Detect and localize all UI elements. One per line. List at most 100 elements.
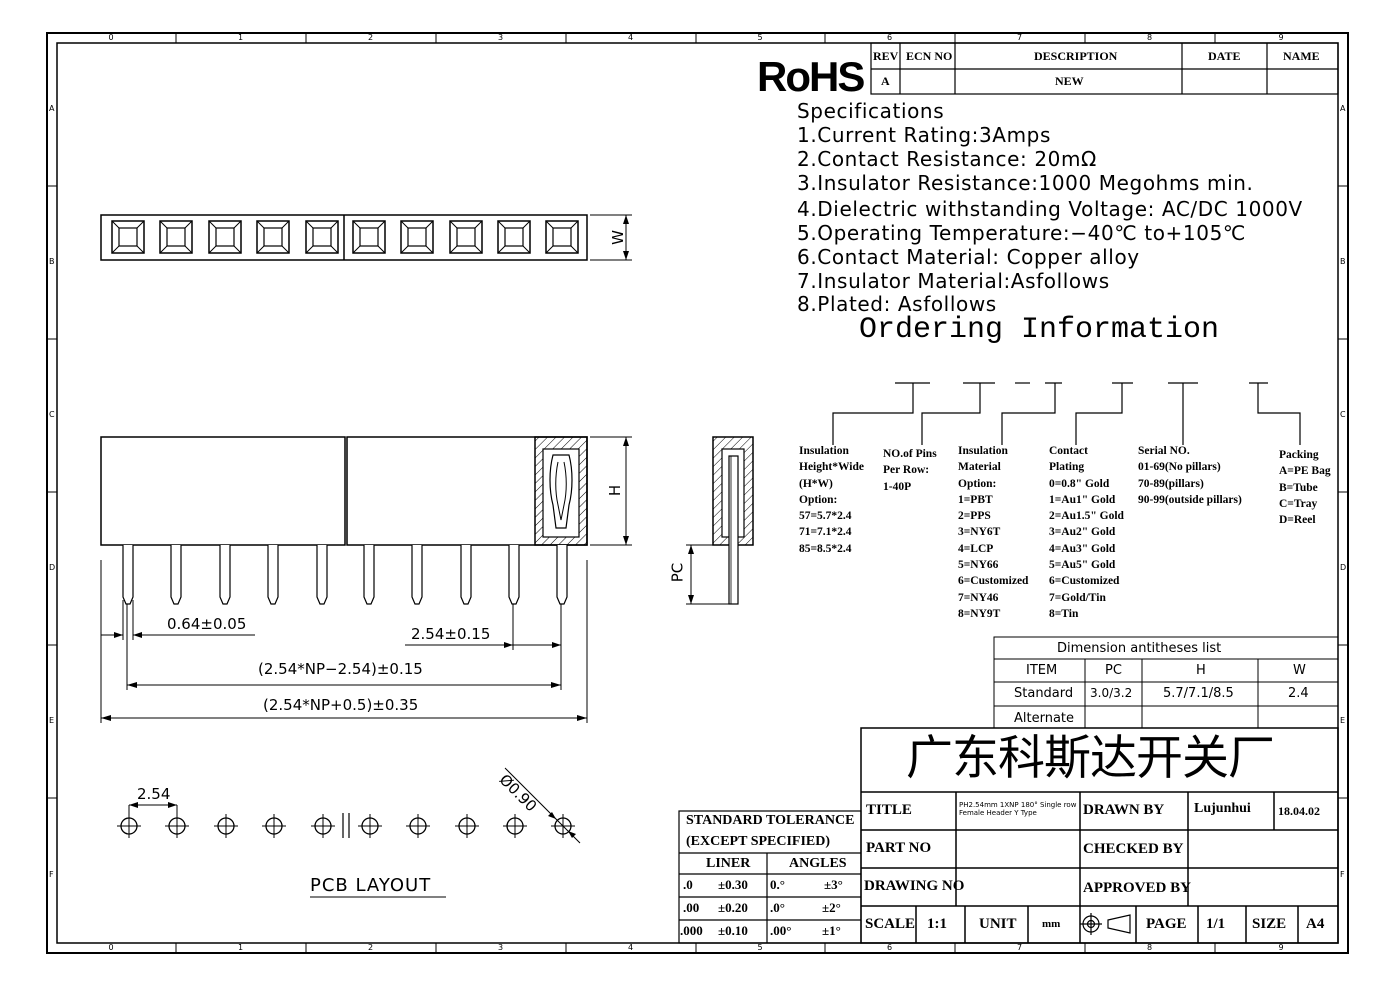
projection-symbol-icon	[1080, 913, 1131, 935]
top-pin-8	[449, 220, 483, 254]
tolerance-r2-c3: .0°	[770, 900, 785, 915]
tolerance-r3-c2: ±0.10	[718, 923, 748, 938]
spec-item-7: 7.Insulator Material:Asfollows	[797, 269, 1110, 293]
frame-col-bottom-4: 4	[628, 943, 634, 952]
frame-col-top-0: 0	[108, 33, 114, 42]
tolerance-r2-c4: ±2°	[822, 900, 841, 915]
frame-row-right-C: C	[1340, 409, 1346, 419]
tolerance-r1-c1: .0	[683, 877, 693, 892]
tolerance-liner-header: LINER	[706, 856, 751, 871]
frame-row-left-C: C	[49, 409, 55, 419]
frame-row-right-B: B	[1340, 256, 1346, 266]
ordering-insulation-height: Insulation Height*Wide (H*W) Option: 57=…	[799, 445, 864, 555]
pcb-hole-2	[165, 814, 189, 838]
top-pin-2	[159, 220, 193, 254]
scale-value: 1:1	[927, 916, 947, 932]
front-pin-10	[556, 545, 568, 605]
ordering-code-lines	[832, 382, 1301, 445]
front-pin-7	[411, 545, 423, 605]
frame-col-bottom-0: 0	[108, 943, 114, 952]
frame-row-right-F: F	[1340, 869, 1345, 879]
part-no-label: PART NO	[866, 840, 932, 856]
spec-item-3: 3.Insulator Resistance:1000 Megohms min.	[797, 171, 1254, 195]
frame-col-top-8: 8	[1147, 33, 1153, 42]
rev-header-date: DATE	[1208, 49, 1241, 63]
tolerance-r3-c4: ±1°	[822, 923, 841, 938]
top-pin-10	[545, 220, 579, 254]
pcb-pitch-dimension: 2.54	[137, 785, 171, 803]
dimension-standard-pc: 3.0/3.2	[1090, 686, 1133, 700]
rev-description: NEW	[1055, 74, 1084, 88]
tolerance-r3-c3: .00°	[770, 923, 792, 938]
title-value: PH2.54mm 1XNP 180° Single row Female Hea…	[959, 801, 1077, 817]
ordering-serial: Serial NO. 01-69(No pillars) 70-89(pilla…	[1138, 445, 1242, 506]
pcb-hole-7	[406, 814, 430, 838]
pin-span-dimension: (2.54*NP−2.54)±0.15	[258, 660, 423, 678]
front-pin-8	[460, 545, 472, 605]
top-pin-4	[256, 220, 290, 254]
dimension-standard-h: 5.7/7.1/8.5	[1163, 686, 1234, 701]
dimension-alternate-label: Alternate	[1014, 711, 1075, 726]
frame-row-right-D: D	[1340, 562, 1347, 572]
page-value: 1/1	[1206, 916, 1226, 932]
frame-col-bottom-6: 6	[887, 943, 893, 952]
h-dimension-label: H	[606, 484, 625, 497]
w-dimension-label: W	[608, 230, 627, 245]
pitch-dimension: 2.54±0.15	[411, 625, 491, 643]
unit-label: UNIT	[979, 916, 1017, 932]
size-label: SIZE	[1252, 916, 1287, 932]
frame-col-bottom-3: 3	[498, 943, 504, 952]
dimension-standard-label: Standard	[1014, 686, 1074, 701]
rev-header-description: DESCRIPTION	[1034, 49, 1118, 63]
front-view	[100, 436, 632, 723]
pcb-hole-6	[358, 814, 382, 838]
page-label: PAGE	[1146, 916, 1187, 932]
frame-col-bottom-5: 5	[757, 943, 763, 952]
top-pin-3	[208, 220, 242, 254]
top-pin-1	[111, 220, 145, 254]
dimension-header-item: ITEM	[1026, 663, 1058, 678]
ordering-pins: NO.of Pins Per Row: 1-40P	[883, 448, 937, 493]
outer-frame	[46, 32, 1349, 954]
spec-item-2: 2.Contact Resistance: 20mΩ	[797, 147, 1097, 171]
frame-col-bottom-8: 8	[1147, 943, 1153, 952]
spec-title: Specifications	[797, 99, 945, 123]
ordering-contact-plating: Contact Plating 0=0.8" Gold 1=Au1" Gold …	[1049, 445, 1124, 620]
drawn-by-value: Lujunhui	[1194, 801, 1251, 816]
spec-item-4: 4.Dielectric withstanding Voltage: AC/DC…	[797, 197, 1303, 221]
title-block-grid	[860, 727, 1339, 944]
pcb-hole-1	[117, 814, 141, 838]
top-pin-9	[497, 220, 531, 254]
dimension-header-pc: PC	[1105, 663, 1122, 678]
ordering-title: Ordering Information	[859, 313, 1220, 347]
spec-item-5: 5.Operating Temperature:−40℃ to+105℃	[797, 221, 1246, 245]
tolerance-r2-c1: .00	[683, 900, 700, 915]
spec-item-1: 1.Current Rating:3Amps	[797, 123, 1051, 147]
drawing-no-label: DRAWING NO	[864, 878, 965, 894]
size-value: A4	[1306, 916, 1325, 932]
frame-row-right-E: E	[1340, 715, 1346, 725]
frame-col-top-4: 4	[628, 33, 634, 42]
company-name: 广东科斯达开关厂	[906, 731, 1275, 786]
frame-row-right-A: A	[1340, 103, 1346, 113]
frame-col-bottom-2: 2	[368, 943, 374, 952]
approved-by-label: APPROVED BY	[1083, 880, 1191, 896]
tolerance-r2-c2: ±0.20	[718, 900, 748, 915]
frame-col-bottom-9: 9	[1278, 943, 1284, 952]
tolerance-r3-c1: .000	[680, 923, 703, 938]
title-label: TITLE	[866, 802, 912, 818]
pcb-hole-9	[503, 814, 527, 838]
frame-col-top-2: 2	[368, 33, 374, 42]
dimension-standard-w: 2.4	[1288, 686, 1309, 701]
front-pin-2	[170, 545, 182, 605]
pcb-layout	[117, 767, 581, 898]
total-length-dimension: (2.54*NP+0.5)±0.35	[263, 696, 419, 714]
unit-value: mm	[1042, 918, 1061, 930]
frame-col-bottom-7: 7	[1017, 943, 1023, 952]
dimension-header-h: H	[1196, 663, 1206, 678]
tolerance-angles-header: ANGLES	[789, 856, 847, 871]
frame-row-left-B: B	[49, 256, 55, 266]
spec-item-6: 6.Contact Material: Copper alloy	[797, 245, 1140, 269]
frame-ticks	[47, 33, 1348, 953]
